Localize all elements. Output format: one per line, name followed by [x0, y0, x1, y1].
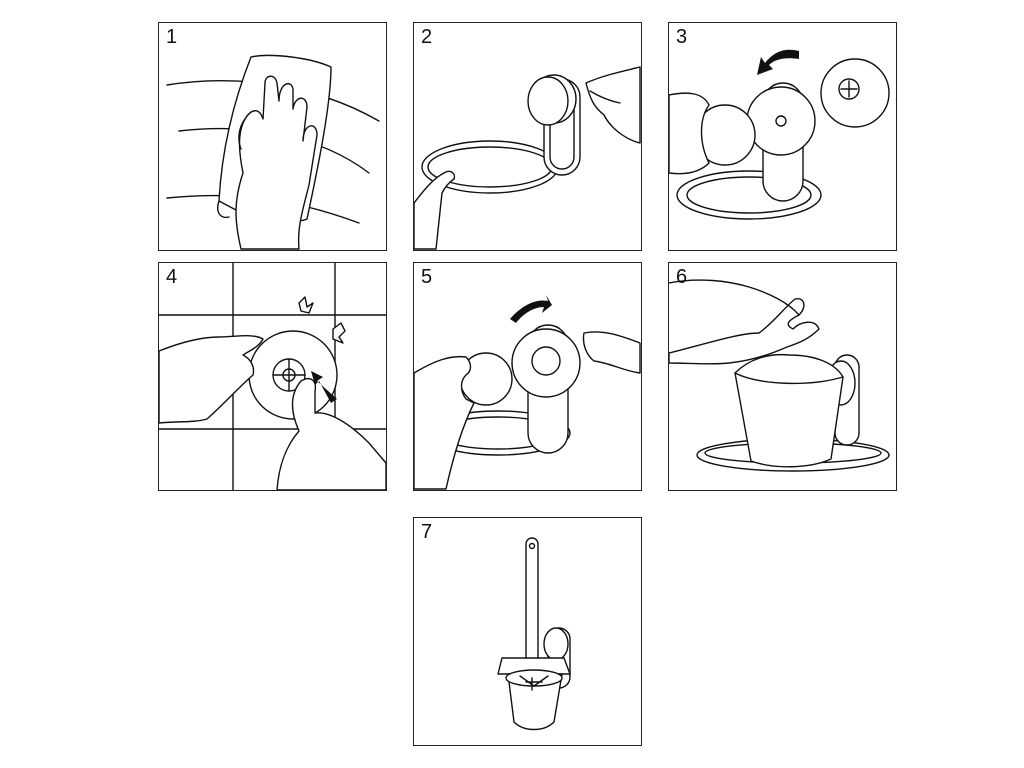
brush-holder-illustration: [497, 537, 571, 731]
step-3-panel: 3: [668, 22, 897, 251]
step-number: 6: [676, 266, 688, 288]
step-number: 7: [421, 521, 433, 543]
cup-in-holder-illustration: [669, 279, 890, 472]
step-7-panel: 7: [413, 517, 642, 746]
step-number: 1: [166, 26, 178, 48]
wipe-wall-illustration: [166, 54, 380, 250]
press-to-wall-illustration: [159, 263, 386, 490]
remove-cap-illustration: [669, 49, 890, 220]
reattach-illustration: [414, 295, 641, 490]
step-number: 2: [421, 26, 433, 48]
step-1-panel: 1: [158, 22, 387, 251]
step-5-panel: 5: [413, 262, 642, 491]
arrow-pointer-icon: [311, 371, 337, 403]
step-number: 5: [421, 266, 433, 288]
holder-assembly-illustration: [414, 66, 641, 250]
arrow-right-icon: [510, 295, 552, 323]
step-4-panel: 4: [158, 262, 387, 491]
step-number: 4: [166, 266, 178, 288]
step-number: 3: [676, 26, 688, 48]
step-6-panel: 6: [668, 262, 897, 491]
arrow-left-icon: [757, 49, 799, 75]
step-2-panel: 2: [413, 22, 642, 251]
